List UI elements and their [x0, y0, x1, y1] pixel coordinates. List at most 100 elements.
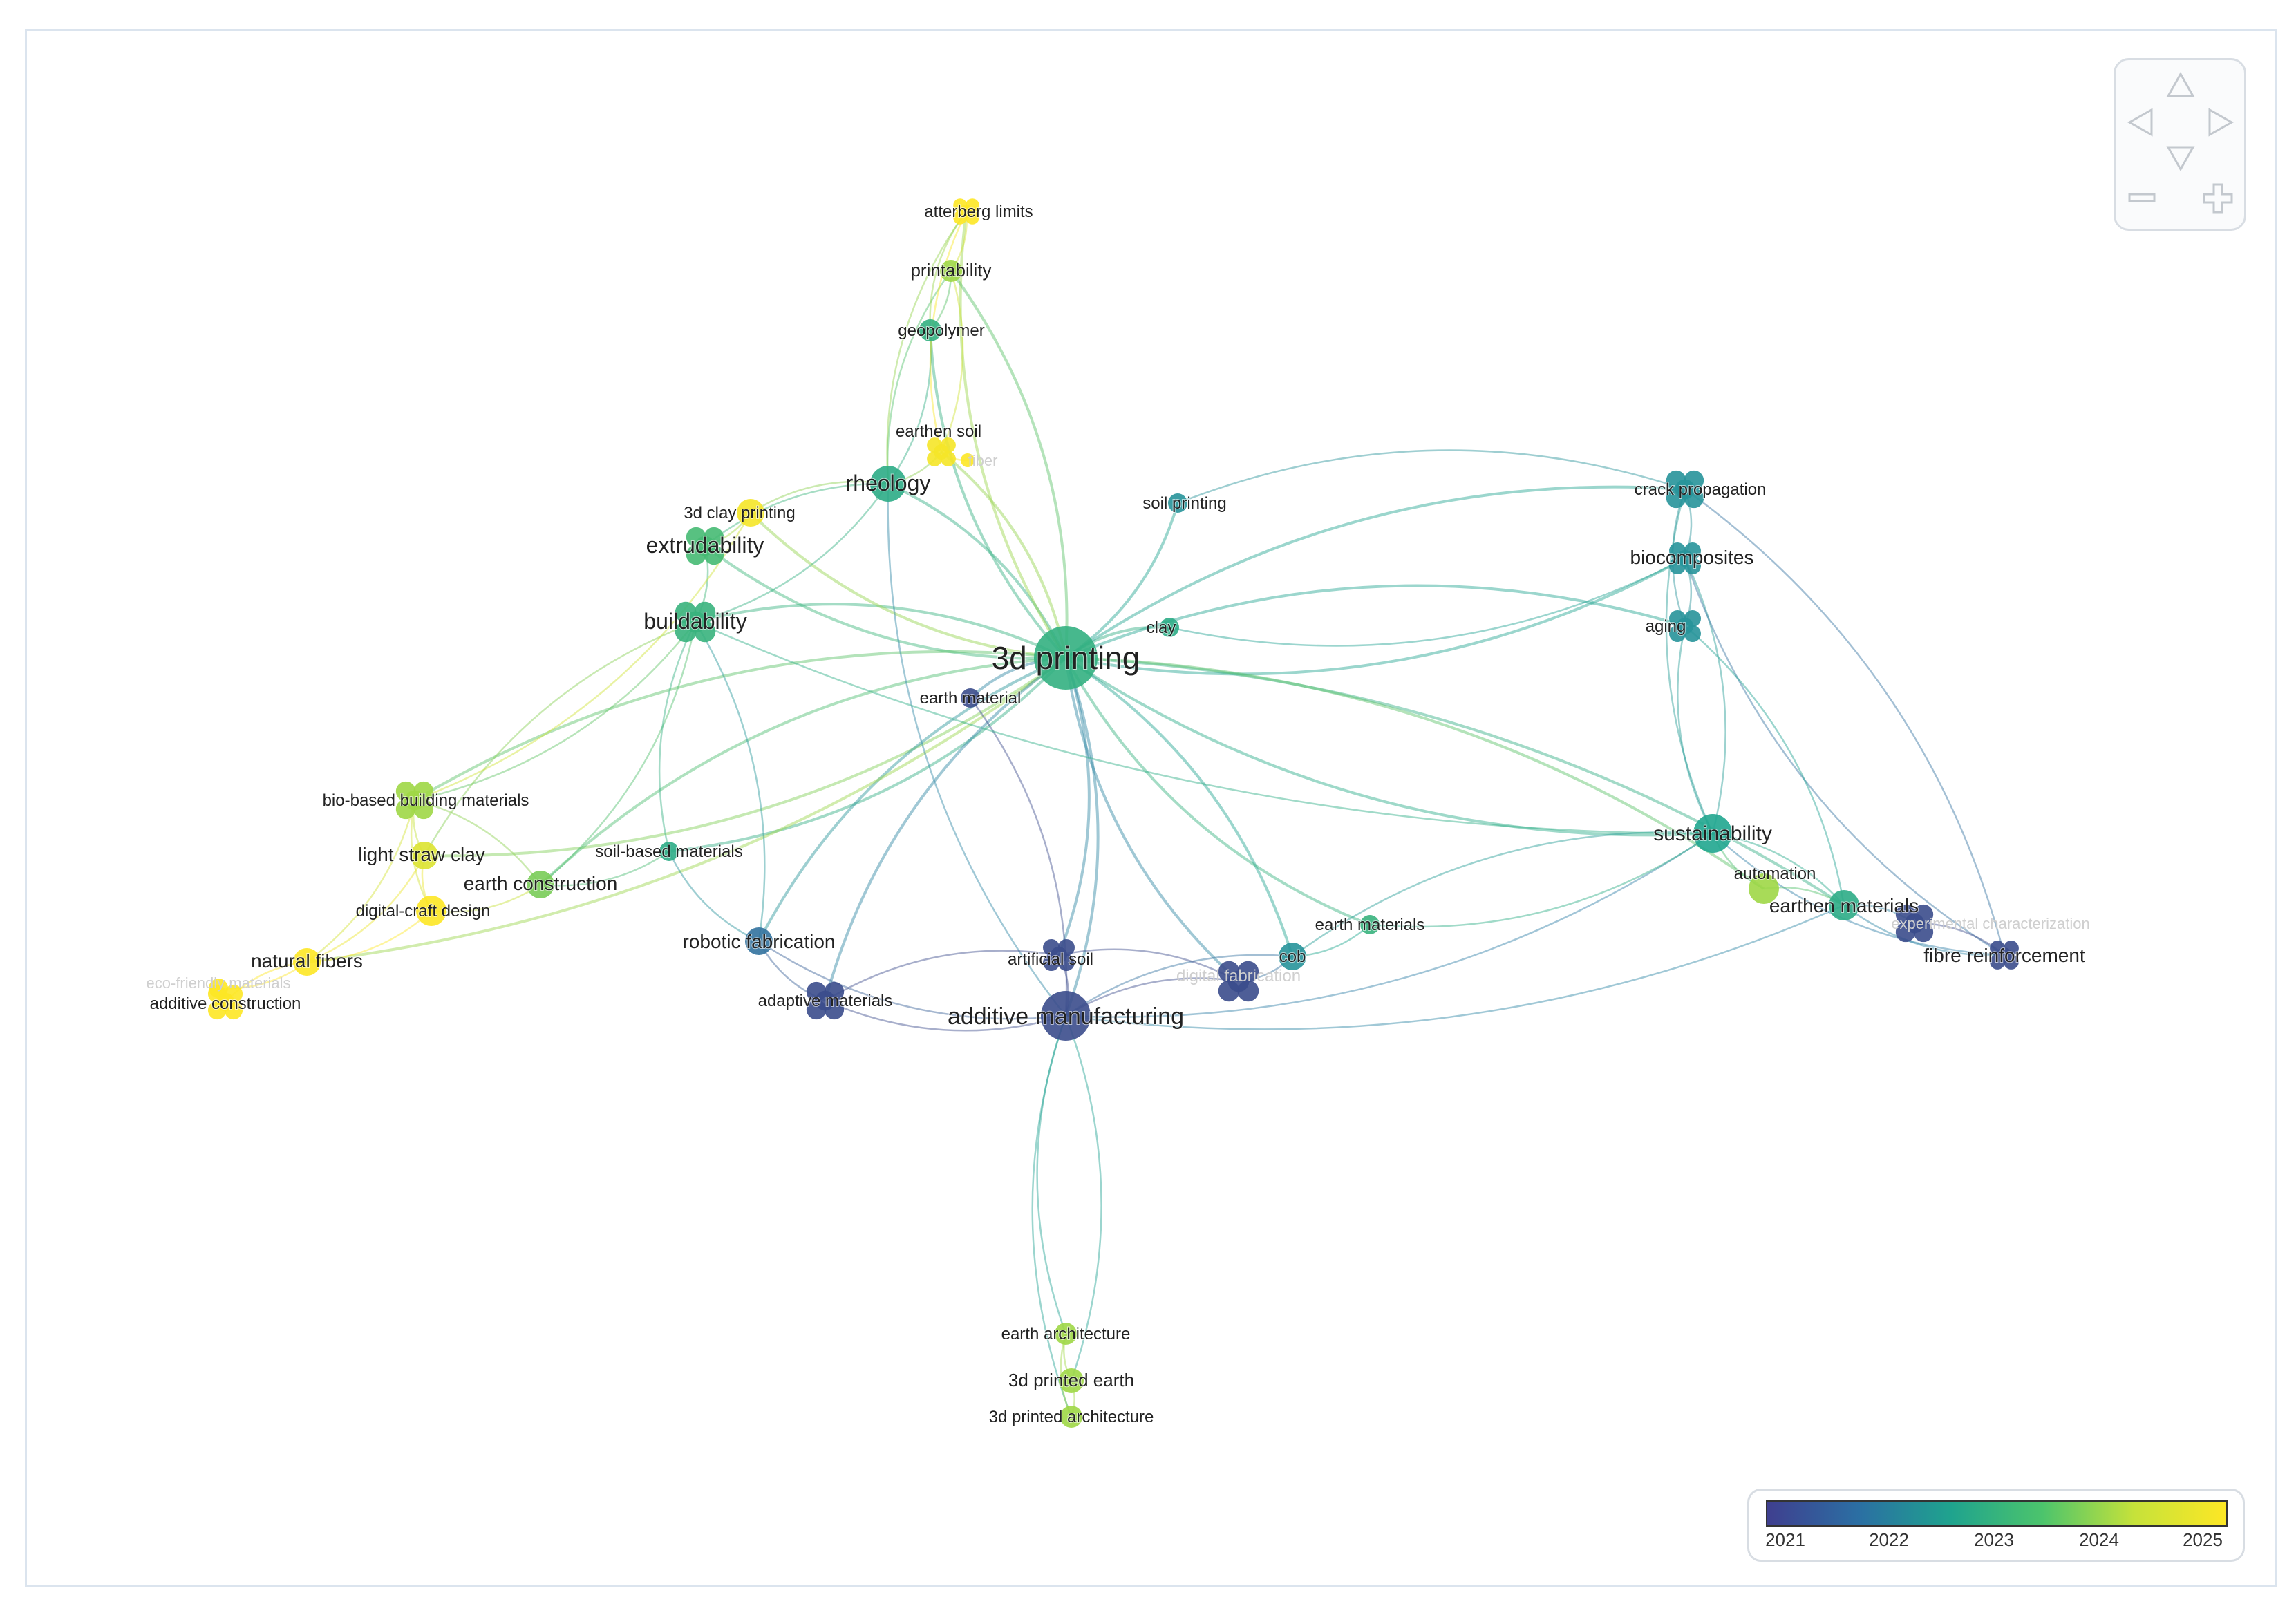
edge-3d-printing--sustainability	[1064, 657, 1713, 837]
edge-rheology--geopolymer	[887, 330, 932, 484]
edge-buildability--earth-construction	[540, 621, 697, 885]
label-light-straw-clay[interactable]: light straw clay	[357, 843, 486, 866]
label-fibre-reinforcement[interactable]: fibre reinforcement	[1923, 944, 2086, 967]
label-additive-construction[interactable]: additive construction	[149, 994, 302, 1014]
node-earth-construction[interactable]	[527, 871, 554, 898]
label-soil-based-materials[interactable]: soil-based materials	[594, 842, 743, 862]
edge-robotic-fabrication--soil-based-materials	[668, 851, 760, 943]
edge-artificial-soil--digital-fabrication	[1058, 948, 1239, 983]
node-digital-fabrication[interactable]	[1218, 961, 1259, 1002]
node-earthen-soil[interactable]	[927, 437, 956, 466]
node-soil-based-materials[interactable]	[659, 842, 679, 861]
label-digital-fabrication[interactable]: digital fabrication	[1176, 967, 1301, 985]
label-earthen-soil[interactable]: earthen soil	[895, 422, 982, 442]
label-3d-printed-architecture[interactable]: 3d printed architecture	[988, 1407, 1155, 1427]
node-additive-manufacturing[interactable]	[1041, 991, 1091, 1041]
label-earth-architecture[interactable]: earth architecture	[1001, 1324, 1131, 1344]
label-bio-based-building-materials[interactable]: bio-based building materials	[322, 791, 530, 811]
label-atterberg-limits[interactable]: atterberg limits	[923, 202, 1033, 222]
node-soil-printing[interactable]	[1168, 493, 1187, 513]
pan-right-icon[interactable]	[2207, 107, 2234, 138]
node-eco-friendly-materials[interactable]	[209, 979, 228, 998]
node-earth-material[interactable]	[961, 688, 980, 708]
edge-light-straw-clay--natural-fibers	[306, 855, 426, 963]
node-cob[interactable]	[1279, 943, 1306, 970]
label-natural-fibers[interactable]: natural fibers	[250, 950, 364, 972]
node-digital-craft-design[interactable]	[416, 896, 446, 926]
label-biocomposites[interactable]: biocomposites	[1630, 546, 1755, 569]
edge-3d-printing--printability	[950, 270, 1069, 659]
node-adaptive-materials[interactable]	[806, 981, 845, 1020]
edge-additive-manufacturing--robotic-fabrication	[758, 940, 1066, 1020]
label-rheology[interactable]: rheology	[845, 470, 932, 496]
label-digital-craft-design[interactable]: digital-craft design	[355, 901, 491, 921]
edge-additive-manufacturing--earthen-materials	[1065, 904, 1845, 1030]
label-robotic-fabrication[interactable]: robotic fabrication	[681, 930, 836, 953]
node-clay[interactable]	[1160, 618, 1179, 637]
node-geopolymer[interactable]	[919, 319, 941, 341]
label-fiber[interactable]: fiber	[968, 452, 998, 469]
label-additive-manufacturing[interactable]: additive manufacturing	[947, 1003, 1185, 1030]
label-adaptive-materials[interactable]: adaptive materials	[758, 991, 894, 1011]
label-automation[interactable]: automation	[1733, 864, 1817, 884]
edge-3d-printing--natural-fibers	[306, 657, 1067, 963]
node-printability[interactable]	[940, 260, 962, 282]
label-sustainability[interactable]: sustainability	[1653, 822, 1773, 846]
label-crack-propagation[interactable]: crack propagation	[1634, 480, 1767, 500]
label-eco-friendly-materials[interactable]: eco-friendly materials	[146, 974, 290, 992]
zoom-in-icon[interactable]	[2201, 182, 2234, 215]
label-3d-printing[interactable]: 3d printing	[991, 639, 1141, 677]
node-3d-printed-architecture[interactable]	[1060, 1406, 1082, 1428]
node-automation[interactable]	[1749, 873, 1779, 904]
label-earth-construction[interactable]: earth construction	[463, 872, 619, 895]
edge-sustainability--buildability	[695, 621, 1713, 835]
label-printability[interactable]: printability	[910, 259, 992, 281]
node-earth-materials[interactable]	[1360, 915, 1380, 934]
legend-tick-2025: 2025	[2183, 1529, 2223, 1550]
node-sustainability[interactable]	[1693, 814, 1732, 853]
edge-3d-printing--digital-fabrication	[1064, 657, 1240, 983]
label-earthen-materials[interactable]: earthen materials	[1769, 894, 1919, 917]
node-3d-clay-printing[interactable]	[737, 499, 764, 527]
label-extrudability[interactable]: extrudability	[646, 532, 765, 558]
label-soil-printing[interactable]: soil printing	[1142, 493, 1227, 513]
node-crack-propagation[interactable]	[1666, 470, 1704, 509]
pan-left-icon[interactable]	[2127, 107, 2154, 138]
node-buildability[interactable]	[675, 601, 716, 643]
label-clay[interactable]: clay	[1146, 618, 1177, 638]
edge-3d-printing--crack-propagation	[1064, 485, 1686, 659]
pan-up-icon[interactable]	[2165, 71, 2196, 99]
node-rheology[interactable]	[870, 466, 906, 502]
node-extrudability[interactable]	[686, 527, 724, 565]
label-3d-clay-printing[interactable]: 3d clay printing	[683, 503, 796, 523]
node-bio-based-building-materials[interactable]	[395, 781, 434, 820]
label-earth-material[interactable]: earth material	[919, 688, 1022, 708]
label-geopolymer[interactable]: geopolymer	[897, 321, 985, 341]
node-fiber[interactable]	[961, 453, 975, 467]
node-3d-printed-earth[interactable]	[1059, 1368, 1084, 1393]
node-atterberg-limits[interactable]	[953, 198, 979, 225]
label-artificial-soil[interactable]: artificial soil	[1007, 950, 1094, 970]
node-fibre-reinforcement[interactable]	[1990, 941, 2019, 970]
zoom-out-icon[interactable]	[2127, 187, 2157, 208]
label-experimental[interactable]: experimental characterization	[1891, 915, 2089, 932]
label-aging[interactable]: aging	[1645, 616, 1687, 636]
node-earth-architecture[interactable]	[1055, 1323, 1077, 1345]
node-artificial-soil[interactable]	[1043, 939, 1075, 971]
node-robotic-fabrication[interactable]	[745, 927, 773, 955]
node-light-straw-clay[interactable]	[411, 842, 438, 869]
node-earthen-materials[interactable]	[1829, 890, 1859, 920]
node-natural-fibers[interactable]	[293, 948, 321, 976]
label-earth-materials[interactable]: earth materials	[1315, 915, 1426, 935]
label-3d-printed-earth[interactable]: 3d printed earth	[1008, 1369, 1135, 1391]
node-aging[interactable]	[1669, 610, 1701, 642]
pan-down-icon[interactable]	[2165, 144, 2196, 172]
label-cob[interactable]: cob	[1279, 947, 1307, 967]
node-experimental[interactable]	[1895, 904, 1934, 943]
node-biocomposites[interactable]	[1669, 542, 1701, 574]
edge-additive-manufacturing--rheology	[887, 483, 1066, 1017]
label-buildability[interactable]: buildability	[643, 608, 747, 634]
edge-buildability--soil-based-materials	[658, 621, 697, 852]
node-3d-printing[interactable]	[1034, 626, 1098, 690]
